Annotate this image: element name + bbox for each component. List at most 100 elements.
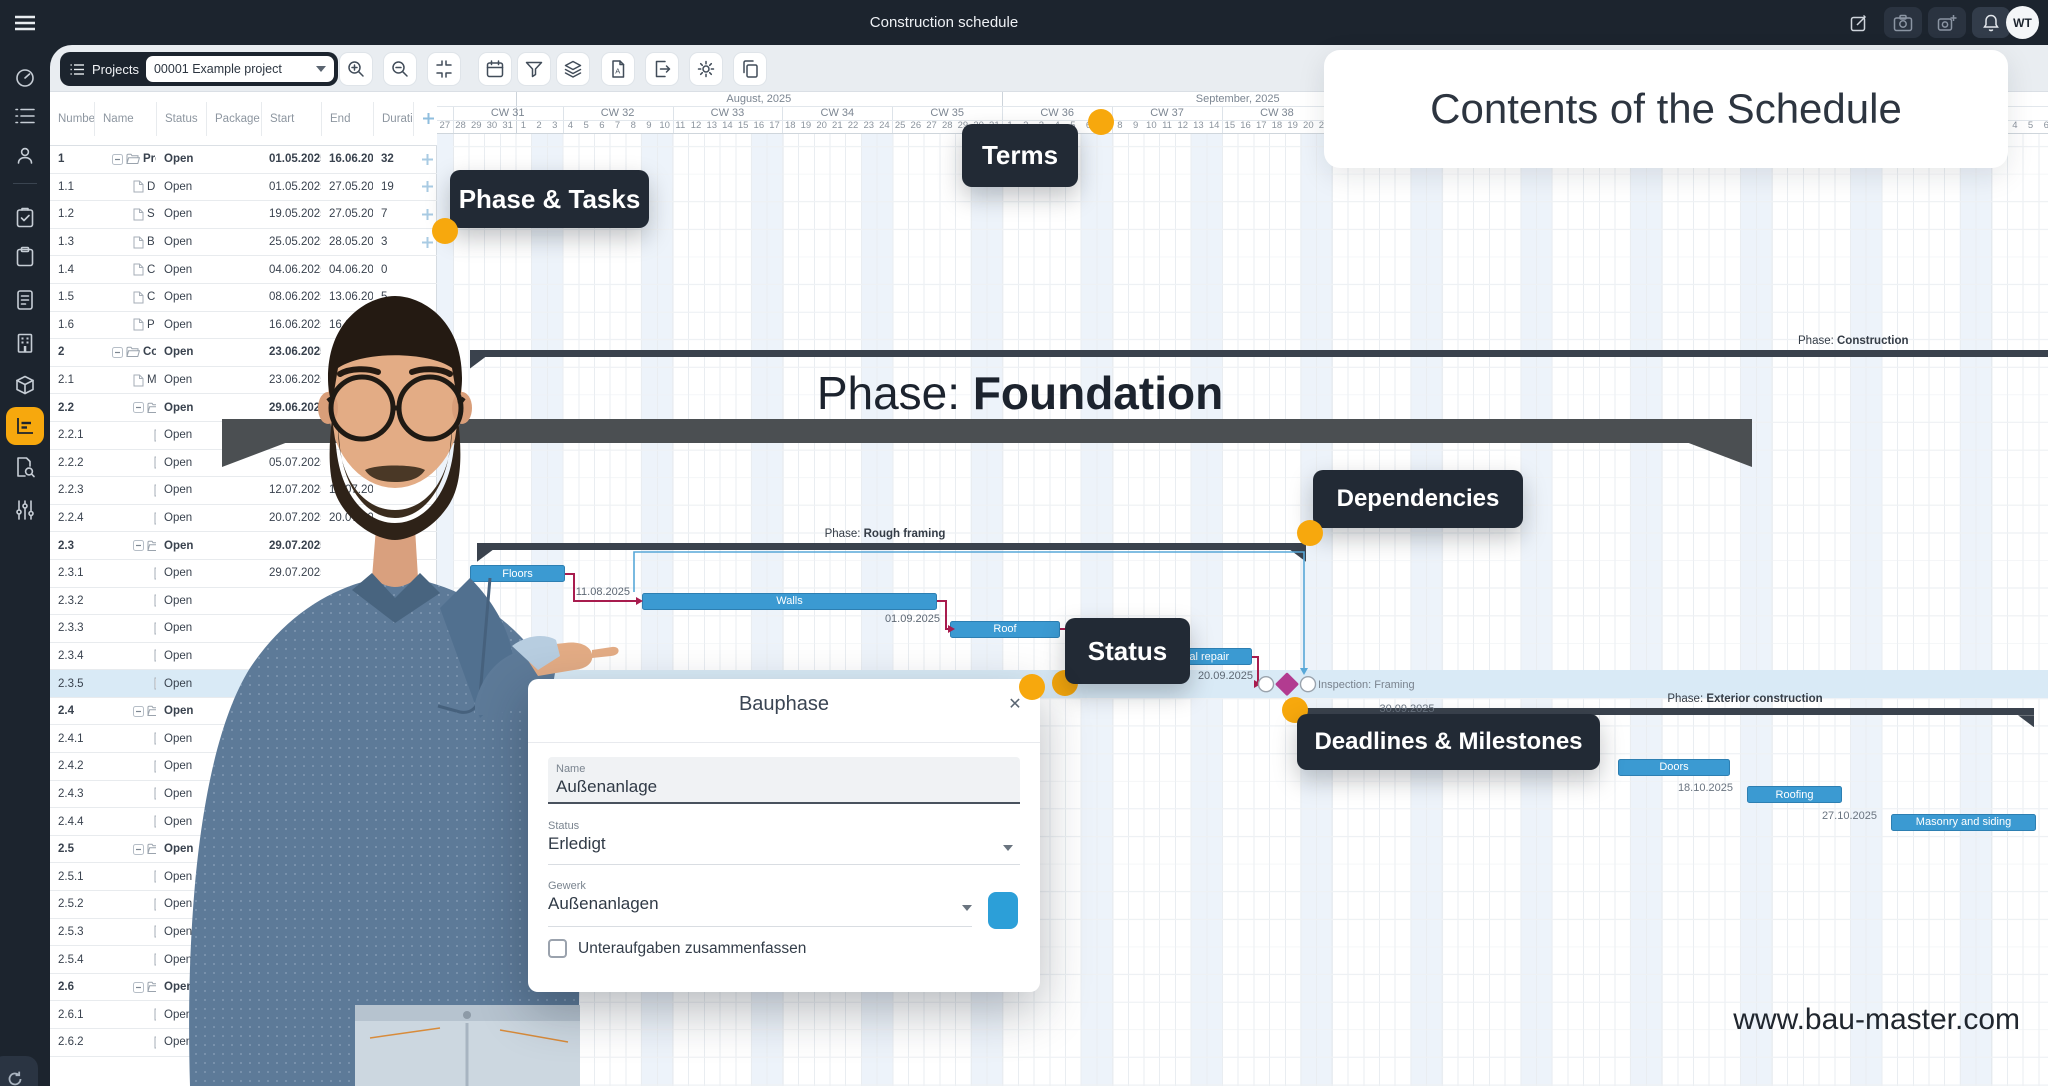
row-number: 2.4.3 [58,787,84,800]
fit-screen-button[interactable] [427,52,461,86]
sidebar-item-sliders[interactable] [6,491,44,529]
gantt-bar-doors[interactable]: Doors [1618,758,1730,776]
add-column-icon[interactable] [413,101,437,136]
add-task-icon[interactable] [413,146,437,173]
page-title: Construction schedule [869,14,1019,31]
gantt-bar-walls[interactable]: Walls [642,592,937,610]
camera-icon[interactable] [1884,7,1922,38]
row-end: 28.05.2025 [329,236,373,249]
row-status: Open [164,649,193,662]
row-number: 2.3 [58,539,74,552]
row-end: 04.06.2025 [329,263,373,276]
filter-button[interactable] [517,52,551,86]
sidebar-item-dashboard[interactable] [6,58,44,96]
phase-bar-construction[interactable] [470,349,2048,357]
avatar[interactable]: WT [2006,6,2039,39]
row-number: 2.4.2 [58,760,84,773]
copy-button[interactable] [733,52,767,86]
day-label: 24 [879,120,890,131]
color-swatch[interactable] [988,892,1018,929]
export-button[interactable] [645,52,679,86]
sidebar-item-menu[interactable] [6,4,44,42]
row-end: 27.05.2025 [329,208,373,221]
day-label: 20 [816,120,827,131]
row-name [94,643,156,670]
table-row[interactable]: 2.3.3 Open [50,615,437,643]
row-name: C [94,256,156,283]
sidebar-item-list[interactable] [6,97,44,135]
calendar-week-label: CW 34 [820,107,855,119]
phase-bar-exterior-construction[interactable] [1300,708,2034,716]
row-start: 12.07.2025 [269,484,321,497]
status-select[interactable]: Status Erledigt [548,820,606,853]
add-task-icon[interactable] [413,174,437,201]
row-status: Open [164,263,193,276]
gantt-bar-roofing[interactable]: Roofing [1747,786,1842,804]
pdf-export-button[interactable]: A [601,52,635,86]
day-label: 11 [675,120,686,131]
phase-bar-rough-framing[interactable] [477,542,1306,550]
row-package [206,174,261,201]
sidebar-item-document[interactable] [6,281,44,319]
sidebar-item-clipboard[interactable] [6,238,44,276]
sidebar-item-gantt-chart[interactable] [6,407,44,445]
subtasks-checkbox[interactable] [548,939,567,958]
add-task-icon[interactable] [413,229,437,256]
gantt-bar-roof[interactable]: Roof [950,620,1060,638]
add-task-icon[interactable] [413,201,437,228]
row-name [94,1001,156,1028]
row-number: 2.3.3 [58,622,84,635]
chevron-down-icon[interactable] [1003,845,1013,851]
table-row[interactable]: 2.3ROpen29.07.2025 [50,532,437,560]
sidebar-item-document-search[interactable] [6,449,44,487]
day-label: 31 [502,120,513,131]
day-label: 22 [847,120,859,131]
row-start: 04.06.2025 [269,263,321,276]
calendar-button[interactable] [478,52,512,86]
day-label: 29 [957,120,969,131]
settings-button[interactable] [689,52,723,86]
row-end: 16.06.2025 [329,153,373,166]
sidebar-item-package[interactable] [6,366,44,404]
day-label: 2 [536,120,542,131]
sidebar-item-tasks[interactable] [6,199,44,237]
day-label: 7 [614,120,621,131]
gantt-bar-masonry-and-siding[interactable]: Masonry and siding [1891,813,2036,831]
calendar-week-label: CW 36 [1040,107,1074,119]
sidebar-item-building[interactable] [6,324,44,362]
table-row[interactable]: 2CorOpen23.06.2025 [50,339,437,367]
notifications-icon[interactable] [1972,7,2010,38]
row-status: Open [164,705,194,718]
row-status: Open [164,622,193,635]
chevron-down-icon[interactable] [962,905,972,911]
row-name: E [94,698,156,725]
day-label: 20 [1303,120,1314,131]
zoom-out-button[interactable] [383,52,417,86]
close-icon[interactable]: ✕ [1008,696,1022,713]
project-select[interactable]: 00001 Example project [145,56,334,82]
gewerk-select[interactable]: Gewerk Außenanlagen [548,880,659,913]
sidebar-item-user[interactable] [6,137,44,175]
camera-add-icon[interactable] [1928,7,1966,38]
edit-icon[interactable] [1840,7,1878,38]
callout-dot [432,218,458,244]
day-label: 5 [2027,120,2034,131]
row-name: P [94,312,156,339]
row-status: Open [164,208,193,221]
layers-button[interactable] [556,52,590,86]
zoom-in-button[interactable] [339,52,373,86]
refresh-icon[interactable] [0,1056,38,1086]
day-label: 16 [1240,120,1251,131]
gantt-bar-floors[interactable]: Floors [470,565,565,583]
name-input[interactable]: Name Außenanlage [548,757,1020,804]
